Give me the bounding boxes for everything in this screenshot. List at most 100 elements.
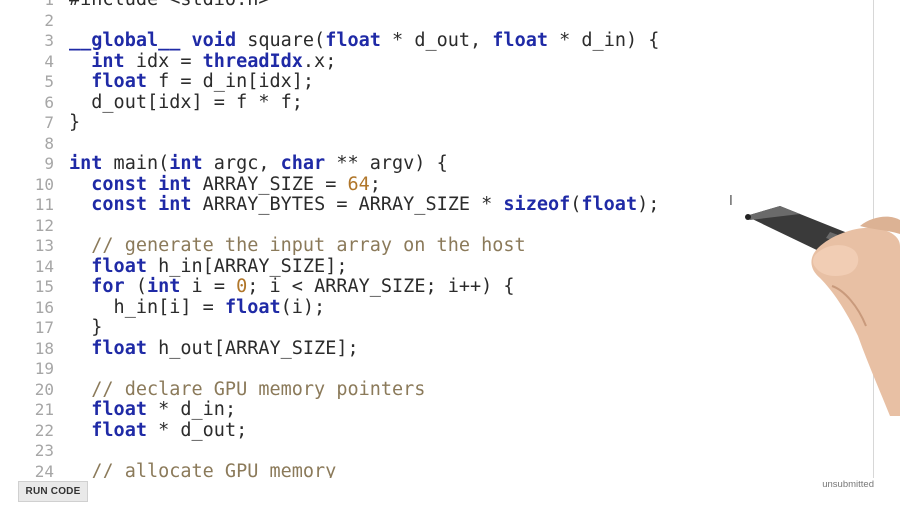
- code-token: char: [280, 153, 326, 174]
- code-token: float: [224, 296, 281, 318]
- code-token: int: [146, 276, 181, 297]
- code-token: [69, 399, 91, 420]
- code-token: [69, 235, 91, 256]
- code-token: * d_in;: [146, 399, 237, 420]
- code-line[interactable]: 14 float h_in[ARRAY_SIZE];: [0, 255, 873, 278]
- text-cursor-icon: I: [729, 194, 733, 209]
- line-number: 12: [34, 215, 54, 235]
- code-token: * d_out;: [146, 419, 248, 441]
- code-line[interactable]: 13 // generate the input array on the ho…: [0, 235, 873, 257]
- code-text: // generate the input array on the host: [69, 235, 526, 257]
- code-token: #include <stdio.h>: [69, 0, 269, 10]
- line-number: 9: [44, 154, 54, 173]
- code-line[interactable]: 6 d_out[idx] = f * f;: [0, 91, 873, 114]
- line-number: 15: [34, 277, 54, 296]
- code-token: [69, 379, 91, 400]
- code-token: int: [169, 153, 203, 174]
- code-token: [147, 194, 158, 215]
- code-editor[interactable]: 1 #include <stdio.h> 23 __global__ void squ…: [0, 0, 874, 479]
- code-token: (: [570, 194, 582, 215]
- line-number: 16: [34, 297, 54, 317]
- code-line[interactable]: 21 float * d_in;: [0, 399, 873, 421]
- code-token: h_in[ARRAY_SIZE];: [146, 255, 348, 277]
- line-number: 20: [34, 379, 54, 399]
- code-text: const int ARRAY_BYTES = ARRAY_SIZE * siz…: [69, 194, 660, 216]
- code-token: );: [637, 194, 660, 215]
- code-text: float h_in[ARRAY_SIZE];: [69, 255, 348, 278]
- code-token: f = d_in[idx];: [146, 71, 315, 92]
- line-number: 17: [34, 318, 54, 337]
- code-token: float: [91, 255, 147, 277]
- code-token: }: [69, 112, 81, 133]
- line-number: 14: [34, 256, 54, 276]
- code-token: [147, 174, 158, 195]
- code-line[interactable]: 8: [0, 134, 873, 155]
- code-token: * d_out,: [380, 30, 493, 51]
- code-token: [69, 276, 91, 297]
- code-token: float: [492, 30, 548, 51]
- code-text: int main(int argc, char ** argv) {: [69, 153, 448, 175]
- line-number: 4: [44, 51, 54, 71]
- code-line[interactable]: 10 const int ARRAY_SIZE = 64;: [0, 173, 873, 196]
- code-line[interactable]: 22 float * d_out;: [0, 419, 873, 442]
- code-line[interactable]: 23: [0, 441, 873, 462]
- code-line[interactable]: 20 // declare GPU memory pointers: [0, 379, 873, 401]
- code-text: int idx = threadIdx.x;: [69, 50, 337, 73]
- line-number: 24: [34, 461, 54, 479]
- line-number: 1: [0, 0, 54, 11]
- code-token: // allocate GPU memory: [91, 460, 337, 479]
- code-token: // generate the input array on the host: [91, 235, 526, 256]
- code-token: [69, 256, 91, 277]
- code-text: __global__ void square(float * d_out, fl…: [69, 30, 660, 52]
- code-token: float: [91, 71, 147, 92]
- line-number: 11: [34, 195, 54, 214]
- line-number: 13: [34, 236, 54, 255]
- code-line[interactable]: 2: [0, 11, 873, 32]
- code-text: h_in[i] = float(i);: [69, 296, 326, 319]
- code-text: const int ARRAY_SIZE = 64;: [69, 173, 381, 196]
- code-token: int: [69, 153, 103, 174]
- code-token: h_out[ARRAY_SIZE];: [146, 337, 359, 359]
- line-number: 23: [34, 441, 54, 460]
- code-token: float: [581, 194, 638, 215]
- code-token: ARRAY_SIZE =: [191, 173, 348, 195]
- code-token: __global__: [69, 30, 181, 51]
- code-line[interactable]: 11 const int ARRAY_BYTES = ARRAY_SIZE * …: [0, 194, 873, 216]
- code-line[interactable]: 24 // allocate GPU memory: [0, 460, 873, 479]
- code-token: float: [325, 30, 381, 51]
- code-line[interactable]: 4 int idx = threadIdx.x;: [0, 50, 873, 73]
- code-line[interactable]: 5 float f = d_in[idx];: [0, 71, 873, 93]
- code-token: float: [91, 419, 147, 441]
- code-line[interactable]: 9 int main(int argc, char ** argv) {: [0, 153, 873, 175]
- code-token: .x;: [302, 50, 337, 72]
- code-token: void: [191, 30, 237, 51]
- code-token: square(: [236, 30, 326, 51]
- line-number: 2: [44, 10, 54, 30]
- code-token: ARRAY_BYTES = ARRAY_SIZE *: [191, 194, 504, 215]
- code-line[interactable]: 17 }: [0, 317, 873, 339]
- code-token: [69, 461, 91, 479]
- line-number: 19: [34, 359, 54, 378]
- code-token: [69, 71, 91, 92]
- code-line[interactable]: 19: [0, 359, 873, 380]
- code-line[interactable]: 7}: [0, 112, 873, 134]
- code-token: [69, 420, 91, 441]
- code-line[interactable]: 1 #include <stdio.h>: [0, 0, 873, 11]
- code-line[interactable]: 16 h_in[i] = float(i);: [0, 296, 873, 319]
- code-line[interactable]: 18 float h_out[ARRAY_SIZE];: [0, 337, 873, 360]
- code-line[interactable]: 12: [0, 216, 873, 237]
- code-token: float: [91, 337, 147, 359]
- code-line[interactable]: 15 for (int i = 0; i < ARRAY_SIZE; i++) …: [0, 276, 873, 298]
- run-code-button[interactable]: RUN CODE: [18, 481, 88, 502]
- code-token: [69, 51, 91, 72]
- code-token: int: [158, 173, 192, 195]
- code-token: * d_in) {: [548, 30, 660, 51]
- code-token: int: [158, 194, 192, 215]
- line-number: 5: [44, 72, 54, 91]
- line-number: 3: [44, 31, 54, 50]
- code-line[interactable]: 3__global__ void square(float * d_out, f…: [0, 30, 873, 52]
- hand-with-stylus-icon: [745, 206, 900, 416]
- code-text: }: [69, 317, 102, 339]
- code-text: float * d_out;: [69, 419, 248, 442]
- code-token: d_out[idx] = f * f;: [69, 91, 303, 113]
